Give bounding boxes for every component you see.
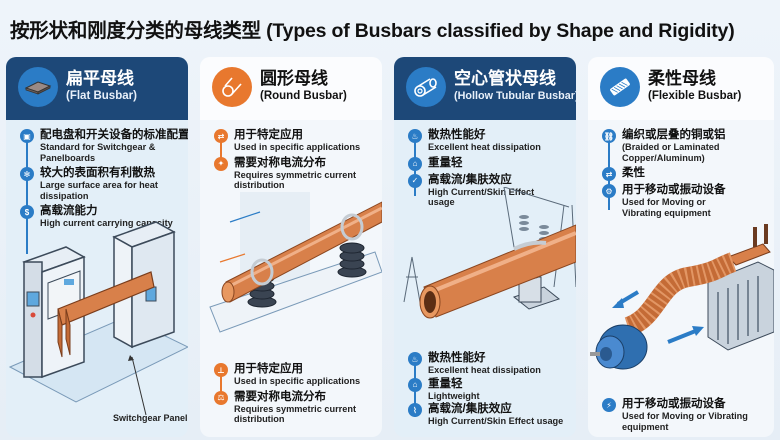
card-title-cn: 空心管状母线	[454, 69, 556, 88]
flat-bar-icon	[18, 67, 58, 107]
swap-icon: ⇄	[214, 129, 228, 143]
flame-icon: ♨	[408, 129, 422, 143]
switchgear-illustration: Switchgear Panel	[6, 217, 188, 437]
snowflake-icon: ✻	[20, 167, 34, 181]
feature-item: ✦ 需要对称电流分布 Requires symmetric current di…	[214, 156, 376, 191]
feature-list: ♨ 散热性能好 Excellent heat dissipation ⌂ 重量轻…	[394, 120, 576, 208]
round-rod-icon	[212, 67, 252, 107]
card-flat-busbar: 扁平母线 (Flat Busbar) ▣ 配电盘和开关设备的标准配置 Stand…	[6, 57, 188, 437]
card-header: 空心管状母线 (Hollow Tubular Busbar)	[394, 57, 576, 120]
swap-icon: ⇄	[602, 167, 616, 181]
card-flexible-busbar: 柔性母线 (Flexible Busbar) ⛓ 编织或层叠的铜或铝 (Brai…	[588, 57, 774, 437]
panel-icon: ▣	[20, 129, 34, 143]
switchgear-caption: Switchgear Panel	[113, 413, 188, 423]
card-hollow-busbar: 空心管状母线 (Hollow Tubular Busbar) ♨ 散热性能好 E…	[394, 57, 576, 437]
bottom-feature-list: ♨ 散热性能好 Excellent heat dissipation ⌂ 重量轻…	[394, 347, 576, 430]
bottom-feature-list: ⚡ 用于移动或振动设备 Used for Moving or Vibrating…	[588, 389, 774, 435]
dollar-icon: $	[20, 205, 34, 219]
weight-icon: ⌂	[408, 156, 422, 171]
feature-item: ⚡ 用于移动或振动设备 Used for Moving or Vibrating…	[602, 397, 768, 432]
feature-item: ⌂ 重量轻	[408, 156, 570, 171]
card-title-en: (Round Busbar)	[260, 90, 347, 102]
pin-icon: ⊥	[214, 363, 228, 377]
feature-item: ⛓ 编织或层叠的铜或铝 (Braided or Laminated Copper…	[602, 129, 726, 163]
card-header: 柔性母线 (Flexible Busbar)	[588, 57, 774, 120]
weight-icon: ⌂	[408, 377, 422, 392]
scale-icon: ⚖	[214, 390, 228, 405]
feature-item: ⇄ 柔性	[602, 166, 768, 181]
feature-item: ⌇ 高载流/集肤效应 High Current/Skin Effect usag…	[408, 402, 570, 427]
feature-item: $ 高载流能力 High current carrying capacity	[20, 204, 182, 229]
runner-icon: ⚡	[602, 398, 616, 412]
card-title-en: (Flexible Busbar)	[648, 90, 742, 102]
feature-item: ⌂ 重量轻 Lightweight	[408, 377, 570, 402]
page-title: 按形状和刚度分类的母线类型 (Types of Busbars classifi…	[10, 20, 735, 42]
feature-item: ⇄ 用于特定应用 Used in specific applications	[214, 128, 376, 153]
braided-strap-icon	[600, 67, 640, 107]
card-title-cn: 柔性母线	[648, 69, 716, 88]
feature-list: ⇄ 用于特定应用 Used in specific applications ✦…	[200, 120, 382, 191]
card-title-en: (Flat Busbar)	[66, 90, 137, 102]
check-icon: ✓	[408, 173, 422, 188]
clip-icon: ⌇	[408, 403, 422, 417]
feature-list: ⛓ 编织或层叠的铜或铝 (Braided or Laminated Copper…	[588, 120, 774, 218]
card-title-cn: 扁平母线	[66, 69, 134, 88]
feature-item: ⊥ 用于特定应用 Used in specific applications	[214, 362, 376, 387]
card-title-cn: 圆形母线	[260, 69, 328, 88]
feature-item: ♨ 散热性能好 Excellent heat dissipation	[408, 128, 570, 153]
card-title-en: (Hollow Tubular Busbar)	[454, 90, 576, 102]
card-header: 圆形母线 (Round Busbar)	[200, 57, 382, 120]
feature-item: ⚙ 用于移动或振动设备 Used for Moving or Vibrating…	[602, 183, 768, 218]
hollow-tube-illustration	[394, 186, 576, 347]
link-icon: ⛓	[602, 129, 616, 143]
card-round-busbar: 圆形母线 (Round Busbar) ⇄ 用于特定应用 Used in spe…	[200, 57, 382, 437]
hollow-tube-icon	[406, 67, 446, 107]
feature-item: ✻ 较大的表面积有利散热 Large surface area for heat…	[20, 166, 182, 201]
feature-item: ✓ 高载流/集肤效应 High Current/Skin Effect usag…	[408, 173, 570, 208]
flexible-strap-illustration	[588, 222, 774, 382]
feature-list: ▣ 配电盘和开关设备的标准配置 Standard for Switchgear …	[6, 120, 188, 254]
gears-icon: ⚙	[602, 184, 616, 198]
feature-item: ⚖ 需要对称电流分布 Requires symmetric current di…	[214, 390, 376, 425]
bulb-icon: ✦	[214, 156, 228, 171]
feature-item: ♨ 散热性能好 Excellent heat dissipation	[408, 351, 570, 376]
card-header: 扁平母线 (Flat Busbar)	[6, 57, 188, 120]
bottom-feature-list: ⊥ 用于特定应用 Used in specific applications ⚖…	[200, 354, 382, 428]
feature-item: ▣ 配电盘和开关设备的标准配置 Standard for Switchgear …	[20, 128, 188, 163]
flame-icon: ♨	[408, 352, 422, 366]
round-rod-illustration	[200, 182, 382, 352]
